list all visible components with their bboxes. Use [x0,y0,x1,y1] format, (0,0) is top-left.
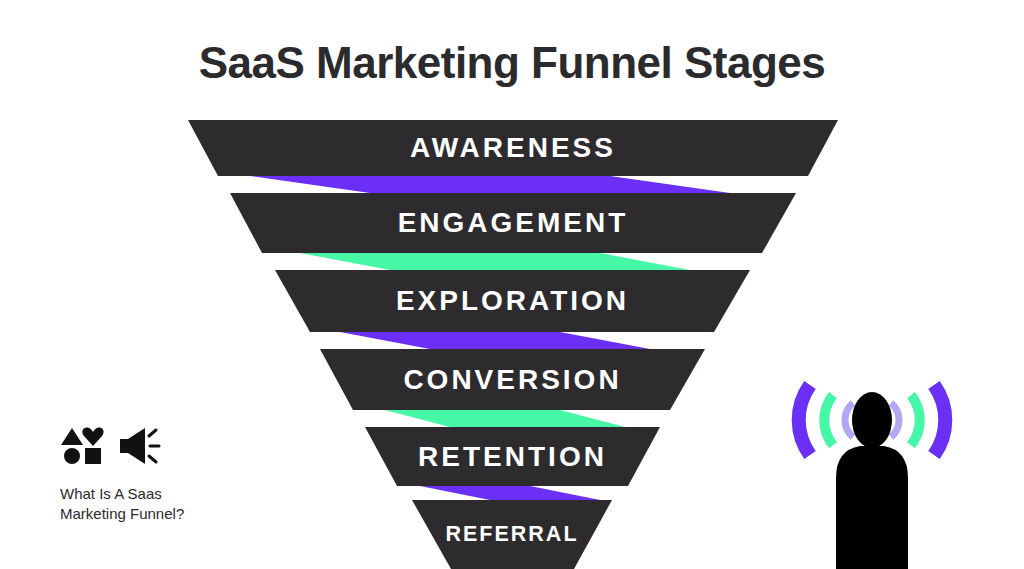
funnel-band: ENGAGEMENT [230,193,796,253]
purple-strip [420,486,600,500]
person-illustration [799,385,946,569]
band-outline [188,120,838,176]
green-strip [300,253,690,270]
caption-note: What Is A Saas Marketing Funnel? [60,484,220,524]
band-outline [275,270,750,332]
funnel-band: EXPLORATION [275,270,750,332]
stage-label: EXPLORATION [396,285,629,317]
stage-label: RETENTION [418,441,607,473]
funnel-band: RETENTION [365,427,660,486]
purple-strip [340,332,650,349]
band-outline [412,500,612,569]
megaphone-icon [120,428,159,464]
stage-label: ENGAGEMENT [398,207,629,239]
band-outline [320,349,705,410]
shapes-icon [61,428,104,464]
band-outline [230,193,796,253]
funnel-band: AWARENESS [188,120,838,176]
stage-label: CONVERSION [403,364,621,396]
funnel-band: REFERRAL [412,500,612,569]
band-outline [365,427,660,486]
diagram-title: SaaS Marketing Funnel Stages [0,38,1024,88]
purple-strip [250,176,730,193]
funnel-band: CONVERSION [320,349,705,410]
stage-label: AWARENESS [410,132,616,164]
green-strip [385,410,625,427]
stage-label: REFERRAL [445,522,578,547]
